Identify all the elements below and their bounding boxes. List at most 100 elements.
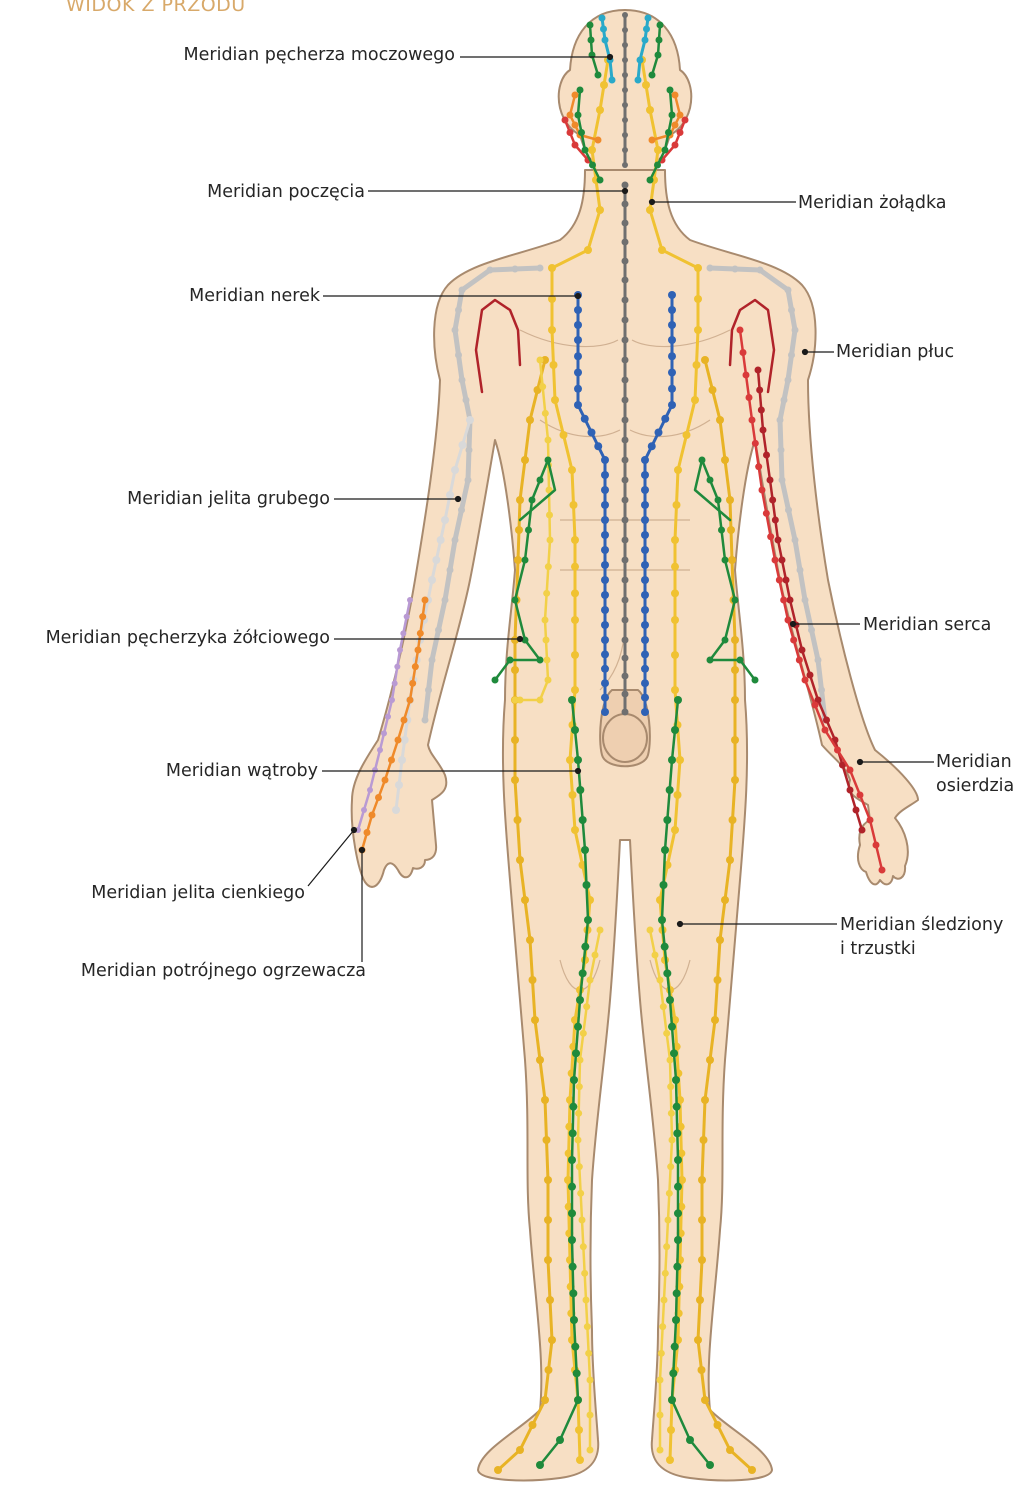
gallbladder-meridian-right-point xyxy=(698,1366,706,1374)
gallbladder-meridian-right-point xyxy=(721,896,729,904)
face-right-orange-point xyxy=(672,92,679,99)
pericardium-meridian-point xyxy=(772,557,779,564)
lung-meridian-left-point xyxy=(512,266,519,273)
spleen-meridian-left-torso-point xyxy=(537,697,544,704)
pericardium-meridian-point xyxy=(867,817,874,824)
label-large-intestine-meridian: Meridian jelita grubego xyxy=(80,488,330,510)
conception-meridian-point xyxy=(622,617,629,624)
stomach-meridian-right-point xyxy=(646,206,654,214)
label-kidney-meridian: Meridian nerek xyxy=(150,285,320,307)
gallbladder-meridian-left-point xyxy=(511,736,519,744)
heart-meridian-point xyxy=(787,597,794,604)
stomach-meridian-right-point xyxy=(671,686,679,694)
heart-meridian-point xyxy=(847,787,854,794)
lung-meridian-left-point xyxy=(442,597,449,604)
gallbladder-head-right-point xyxy=(656,37,663,44)
conception-meridian-point xyxy=(622,182,629,189)
spleen-meridian-left-torso-point xyxy=(542,410,549,417)
gallbladder-meridian-right-point xyxy=(714,976,722,984)
heart-meridian-point xyxy=(756,387,763,394)
spleen-meridian-left-torso-point xyxy=(545,563,552,570)
triple-warmer-meridian-point xyxy=(364,829,371,836)
stomach-meridian-left-point xyxy=(569,791,577,799)
pericardium-meridian-point xyxy=(752,440,759,447)
heart-meridian-point xyxy=(799,647,806,654)
bladder-meridian-right-point xyxy=(637,57,644,64)
kidney-meridian-left-point xyxy=(601,665,609,673)
gallbladder-meridian-right-point xyxy=(726,1446,734,1454)
liver-meridian-leg-right-point xyxy=(661,846,669,854)
stomach-meridian-right-point xyxy=(671,563,679,571)
face-left-red-point xyxy=(562,117,569,124)
face-right-green-point xyxy=(667,87,674,94)
stomach-meridian-right-point xyxy=(666,1456,674,1464)
lung-meridian-right-point xyxy=(792,327,799,334)
kidney-meridian-left-point xyxy=(601,636,609,644)
liver-meridian-torso-right-point xyxy=(732,597,739,604)
stomach-meridian-left-point xyxy=(584,246,592,254)
head-midline-point xyxy=(622,27,628,33)
heart-meridian-point xyxy=(760,427,767,434)
head-midline-point xyxy=(622,72,628,78)
stomach-meridian-left-point xyxy=(571,536,579,544)
label-triple-warmer-meridian: Meridian potrójnego ogrzewacza xyxy=(20,960,366,982)
leader-lung-dot xyxy=(803,350,808,355)
face-left-orange-point xyxy=(572,122,579,129)
spleen-meridian-leg-left-point xyxy=(592,952,599,959)
face-left-green-point xyxy=(577,87,584,94)
gallbladder-meridian-left-point xyxy=(541,1096,549,1104)
gallbladder-meridian-left-point xyxy=(531,1016,539,1024)
liver-meridian-leg-left-point xyxy=(574,756,582,764)
lung-meridian-right-point xyxy=(797,567,804,574)
lung-meridian-right-point xyxy=(808,627,815,634)
gallbladder-meridian-right-point xyxy=(731,636,739,644)
pericardium-meridian-point xyxy=(873,842,880,849)
conception-meridian-point xyxy=(622,377,629,384)
lung-meridian-right-point xyxy=(707,265,714,272)
stomach-meridian-left-point xyxy=(566,756,574,764)
liver-meridian-torso-right-point xyxy=(715,497,722,504)
stomach-meridian-left-point xyxy=(560,431,568,439)
conception-meridian-point xyxy=(622,417,629,424)
stomach-meridian-right-point xyxy=(676,756,684,764)
bladder-meridian-left-point xyxy=(599,15,606,22)
spleen-meridian-left-torso-point xyxy=(539,383,546,390)
kidney-meridian-right-point xyxy=(668,306,676,314)
kidney-meridian-left-point xyxy=(574,336,582,344)
liver-meridian-leg-left-point xyxy=(579,816,587,824)
kidney-meridian-left-point xyxy=(601,546,609,554)
kidney-meridian-left-point xyxy=(601,650,609,658)
conception-meridian-point xyxy=(622,709,629,716)
lung-meridian-right-point xyxy=(815,657,822,664)
liver-meridian-torso-left-point xyxy=(525,527,532,534)
stomach-meridian-left-point xyxy=(568,466,576,474)
kidney-meridian-right-point xyxy=(641,636,649,644)
liver-meridian-leg-right-point xyxy=(686,1436,694,1444)
spleen-meridian-leg-left-point xyxy=(579,1217,586,1224)
heart-meridian-point xyxy=(779,557,786,564)
stomach-meridian-right-point xyxy=(694,326,702,334)
small-intestine-meridian-point xyxy=(389,697,395,703)
lung-meridian-right-point xyxy=(785,507,792,514)
pericardium-meridian-point xyxy=(749,417,756,424)
stomach-meridian-left-point xyxy=(596,206,604,214)
kidney-meridian-right-point xyxy=(641,516,649,524)
kidney-meridian-left-point xyxy=(601,694,609,702)
bladder-meridian-right-point xyxy=(643,26,650,33)
lung-meridian-right-point xyxy=(778,447,785,454)
small-intestine-meridian-point xyxy=(361,807,367,813)
liver-meridian-leg-left-point xyxy=(572,1049,580,1057)
liver-meridian-leg-left-point xyxy=(573,1369,581,1377)
bladder-meridian-left-point xyxy=(602,37,609,44)
liver-meridian-leg-left-point xyxy=(571,1343,579,1351)
liver-meridian-leg-left-point xyxy=(574,1023,582,1031)
spleen-meridian-leg-right-point xyxy=(663,1243,670,1250)
spleen-meridian-left-torso-point xyxy=(546,512,553,519)
face-right-green-point xyxy=(654,162,661,169)
spleen-meridian-left-torso-point xyxy=(544,657,551,664)
head-midline-point xyxy=(622,87,628,93)
kidney-meridian-left-point xyxy=(601,621,609,629)
liver-meridian-leg-right-point xyxy=(669,1369,677,1377)
stomach-meridian-right-point xyxy=(667,1426,675,1434)
lung-meridian-right-point xyxy=(732,266,739,273)
